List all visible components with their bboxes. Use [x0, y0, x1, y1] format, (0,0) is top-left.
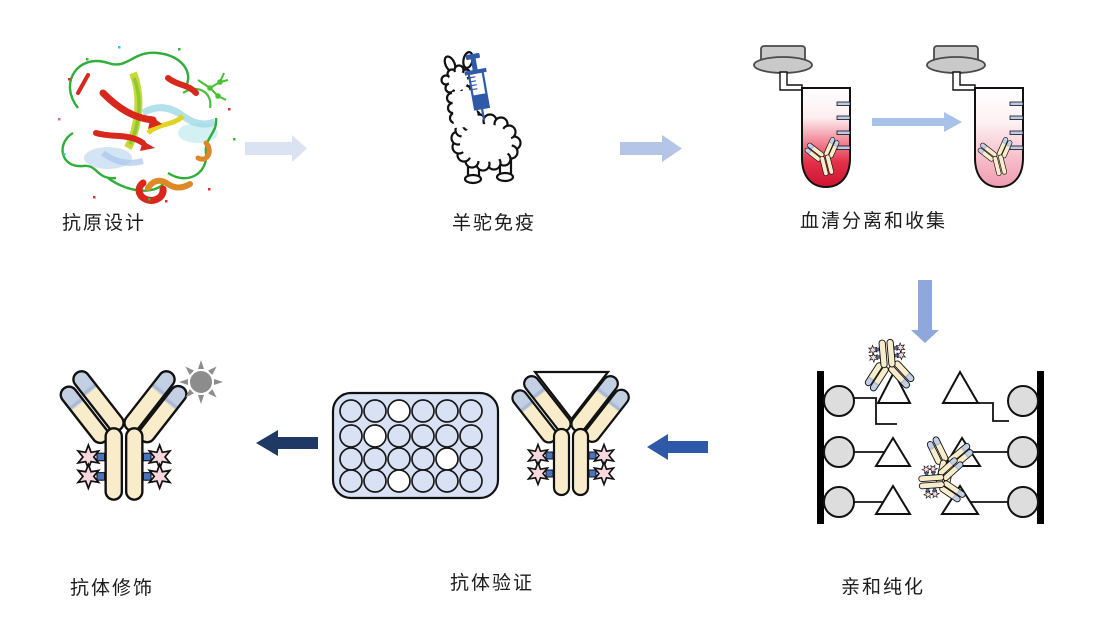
affinity-column-icon: [817, 337, 1044, 524]
fluorophore-sun-icon: [179, 360, 223, 404]
scatter-dots: [58, 46, 236, 203]
arrow-right-1: [245, 135, 307, 162]
step-label-antibody-validation: 抗体验证: [450, 573, 535, 594]
step-label-serum-separation-collection: 血清分离和收集: [800, 211, 948, 232]
microplate-antibody-icon: [331, 370, 634, 500]
serum-tube-1: [754, 46, 850, 187]
step-label-antigen-design: 抗原设计: [62, 213, 147, 234]
linker-lines: [854, 397, 1009, 503]
arrow-right-2: [620, 135, 682, 162]
step-label-antibody-modification: 抗体修饰: [70, 578, 155, 599]
agarose-beads: [823, 385, 1039, 518]
arrow-right-3: [872, 112, 962, 132]
step-label-camelid-immunization: 羊驼免疫: [452, 213, 537, 234]
modified-antibody: [55, 368, 192, 500]
antigen-triangle-inverted: [532, 370, 611, 421]
column-wall-left: [817, 371, 824, 524]
labeled-antibody-icon: [55, 360, 223, 500]
glycan-branch: [197, 72, 229, 101]
serum-tube-2: [927, 46, 1023, 187]
arrow-left-2: [256, 430, 318, 456]
llama-syringe-icon: [440, 51, 522, 185]
arrow-down: [911, 280, 939, 343]
column-wall-right: [1037, 371, 1044, 524]
step-label-affinity-purification: 亲和纯化: [841, 577, 926, 598]
syringe-icon: [464, 52, 491, 121]
serum-tubes-icon: [754, 46, 1023, 187]
arrow-left-1: [647, 434, 708, 460]
protein-structure-icon: [58, 46, 236, 204]
microplate-wells: [339, 399, 483, 493]
